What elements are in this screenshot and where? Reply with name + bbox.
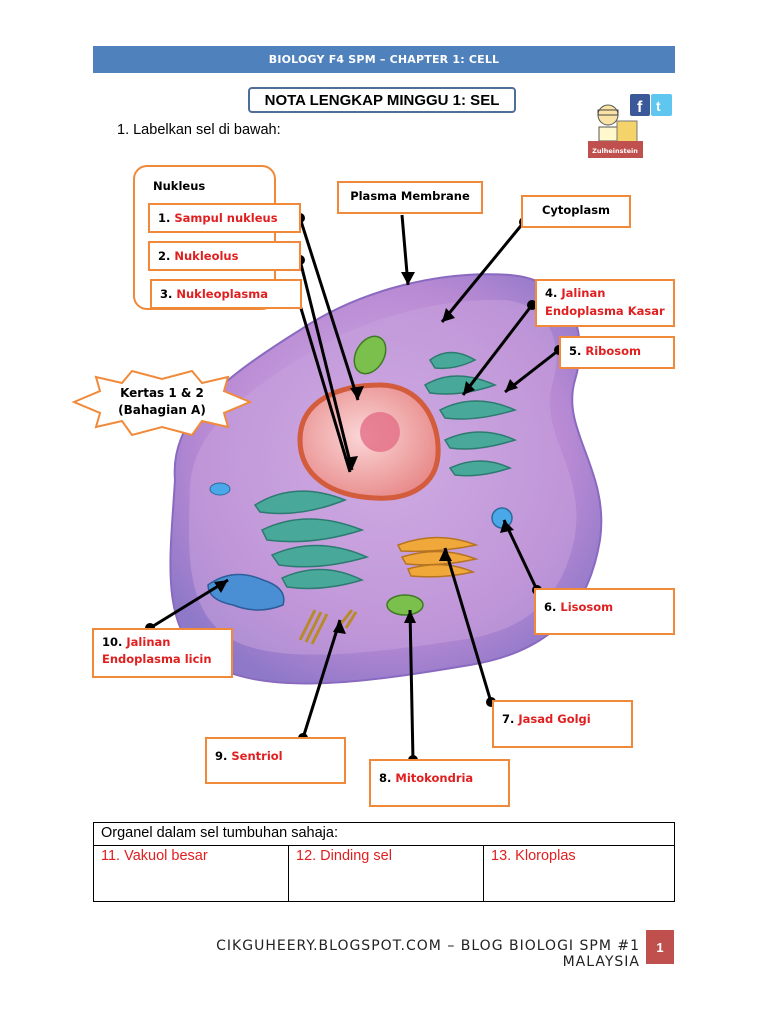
- label-number: 2.: [158, 249, 175, 263]
- label-cytoplasm: Cytoplasm: [521, 195, 631, 228]
- smooth-er: [207, 573, 285, 611]
- vesicle: [209, 482, 231, 496]
- page-title-text: NOTA LENGKAP MINGGU 1: SEL: [264, 91, 500, 109]
- pointer-lines: [149, 214, 560, 761]
- table-cell-vakuol: 11. Vakuol besar: [93, 845, 289, 902]
- label-number: 9.: [215, 749, 232, 763]
- label-jalinan-kasar-2: Endoplasma Kasar: [545, 303, 665, 318]
- callout-star: Kertas 1 & 2 (Bahagian A): [72, 369, 252, 437]
- mitochondrion: [386, 594, 424, 616]
- cytoplasm-text: Cytoplasm: [541, 203, 611, 217]
- label-box-4: 4. Jalinan Endoplasma Kasar: [535, 279, 675, 327]
- page-number-text: 1: [656, 939, 664, 955]
- sticker-label: Zulheinstein: [592, 147, 638, 155]
- svg-text:f: f: [637, 99, 643, 116]
- plasma-membrane-text: Plasma Membrane: [350, 189, 470, 203]
- label-plasma-membrane: Plasma Membrane: [337, 181, 483, 214]
- centrioles: [298, 609, 358, 645]
- facebook-icon[interactable]: f: [630, 94, 650, 116]
- callout-line1: Kertas 1 & 2: [120, 386, 204, 400]
- label-jalinan-kasar-1: Jalinan: [561, 286, 606, 300]
- nucleus-group-title: Nukleus: [153, 179, 206, 193]
- label-number: 10.: [102, 635, 127, 649]
- label-box-3: 3. Nukleoplasma: [150, 279, 302, 309]
- nucleolus: [360, 412, 400, 452]
- label-lisosom: Lisosom: [560, 600, 614, 614]
- header-bar: BIOLOGY F4 SPM – CHAPTER 1: CELL: [93, 46, 675, 73]
- label-sentriol: Sentriol: [231, 749, 283, 763]
- label-box-7: 7. Jasad Golgi: [492, 700, 633, 748]
- label-box-8: 8. Mitokondria: [369, 759, 510, 807]
- label-number: 7.: [502, 712, 519, 726]
- label-nukleolus: Nukleolus: [174, 249, 239, 263]
- label-mitokondria: Mitokondria: [395, 771, 474, 785]
- header-title: BIOLOGY F4 SPM – CHAPTER 1: CELL: [268, 53, 500, 66]
- label-box-6: 6. Lisosom: [534, 588, 675, 635]
- label-box-1: 1. Sampul nukleus: [148, 203, 301, 233]
- label-number: 1.: [158, 211, 175, 225]
- label-box-5: 5. Ribosom: [559, 336, 675, 369]
- table-header: Organel dalam sel tumbuhan sahaja:: [93, 822, 675, 846]
- page-title: NOTA LENGKAP MINGGU 1: SEL: [248, 87, 516, 113]
- callout-line2: (Bahagian A): [118, 403, 206, 417]
- mitochondrion-2: [353, 335, 387, 375]
- label-box-10: 10. Jalinan Endoplasma licin: [92, 628, 233, 678]
- label-jasad-golgi: Jasad Golgi: [518, 712, 591, 726]
- label-number: 6.: [544, 600, 561, 614]
- label-number: 4.: [545, 286, 562, 300]
- golgi: [396, 536, 479, 578]
- label-ribosom: Ribosom: [585, 344, 642, 358]
- label-nukleoplasma: Nukleoplasma: [176, 287, 268, 301]
- label-jalinan-licin-1: Jalinan: [126, 635, 171, 649]
- label-box-2: 2. Nukleolus: [148, 241, 301, 271]
- table-cell-dinding: 12. Dinding sel: [288, 845, 484, 902]
- table-cell-kloroplas: 13. Kloroplas: [483, 845, 675, 902]
- label-sampul-nukleus: Sampul nukleus: [174, 211, 278, 225]
- footer-text: CIKGUHEERY.BLOGSPOT.COM – BLOG BIOLOGI S…: [216, 938, 640, 970]
- label-number: 8.: [379, 771, 396, 785]
- label-number: 3.: [160, 287, 177, 301]
- twitter-icon[interactable]: t: [651, 94, 672, 116]
- label-number: 5.: [569, 344, 586, 358]
- svg-text:t: t: [656, 98, 661, 114]
- mascot-sticker: Zulheinstein: [587, 101, 644, 159]
- plant-organelle-table: Organel dalam sel tumbuhan sahaja: 11. V…: [93, 822, 675, 902]
- page-number: 1: [646, 930, 674, 964]
- rough-er-left: [253, 490, 370, 590]
- label-jalinan-licin-2: Endoplasma licin: [102, 652, 212, 667]
- rough-er: [423, 351, 518, 477]
- instruction: 1. Labelkan sel di bawah:: [117, 122, 281, 138]
- label-box-9: 9. Sentriol: [205, 737, 346, 784]
- social-icons: f t: [630, 94, 672, 116]
- arrow-heads: [214, 272, 518, 634]
